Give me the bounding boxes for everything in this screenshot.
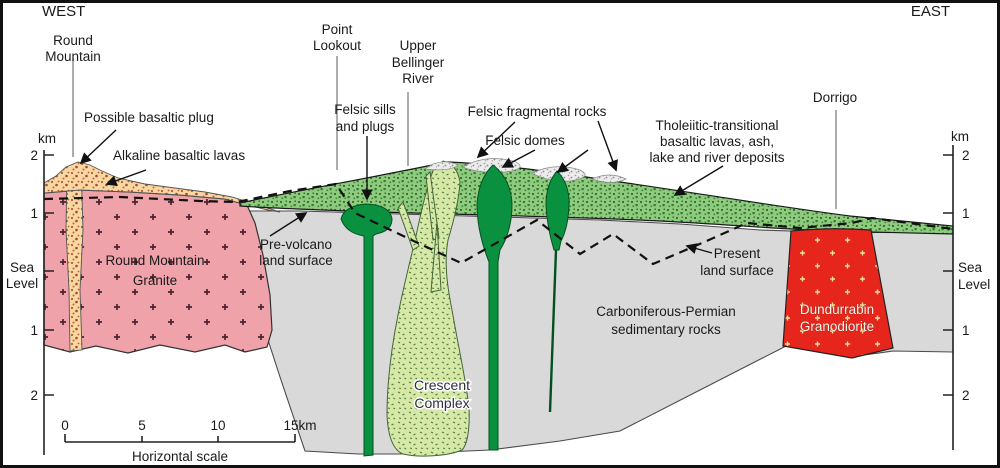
svg-text:2: 2 (30, 148, 38, 163)
svg-text:Level: Level (958, 277, 990, 292)
crescent-complex-label: Crescent (414, 377, 470, 393)
crescent-spike (430, 221, 442, 293)
present-land-surface-line (43, 182, 954, 266)
round-mountain-granite-label: Round Mountain (105, 253, 204, 268)
left-axis-unit: km (38, 131, 56, 146)
svg-text:2: 2 (962, 388, 970, 403)
domes-right-arrow (556, 149, 589, 173)
possible-plug-arrow (79, 129, 117, 165)
upper-bellinger-river-label: Upper (400, 38, 437, 53)
annotation-labels: Round Mountain Possible basaltic plug Al… (45, 22, 857, 278)
pre-volcano-label: Pre-volcano (260, 237, 332, 252)
svg-text:1: 1 (30, 323, 38, 338)
crescent-complex-region (386, 160, 470, 457)
rock-unit-labels: Round Mountain Granite Carboniferous-Per… (105, 253, 874, 413)
svg-text:2: 2 (30, 388, 38, 403)
crescent-spike (425, 170, 440, 241)
svg-text:Granodiorite: Granodiorite (800, 319, 874, 334)
svg-text:Sea: Sea (10, 260, 35, 275)
svg-text:and plugs: and plugs (336, 119, 395, 134)
tholeiitic-label: Tholeiitic-transitional (655, 118, 778, 133)
left-km-axis: km 2 1 Sea Level 1 2 (6, 131, 56, 455)
crescent-spike (397, 201, 420, 251)
svg-text:0: 0 (61, 418, 69, 433)
domes-left-arrow (501, 149, 536, 168)
west-label: WEST (42, 3, 85, 20)
dundurrabin-label: Dundurrabin (800, 302, 874, 317)
svg-text:1: 1 (30, 206, 38, 221)
alkaline-basaltic-lavas-label: Alkaline basaltic lavas (113, 148, 245, 163)
carboniferous-label: Carboniferous-Permian (596, 304, 736, 319)
felsic-fragmental-rocks-label: Felsic fragmental rocks (468, 104, 607, 119)
present-surface-arrow (685, 243, 713, 254)
fragmental-right-arrow (597, 120, 618, 172)
fragmental-left-arrow (476, 121, 516, 159)
svg-text:Granite: Granite (133, 273, 177, 288)
svg-text:Complex: Complex (414, 395, 469, 411)
felsic-dike-thin (548, 249, 558, 413)
east-label: EAST (911, 3, 950, 20)
svg-text:Lookout: Lookout (313, 38, 361, 53)
svg-text:Level: Level (6, 276, 38, 291)
dorrigo-label: Dorrigo (813, 90, 857, 105)
felsic-intrusions (340, 164, 570, 457)
svg-text:Mountain: Mountain (45, 49, 101, 64)
alkaline-lavas-arrow (105, 169, 147, 187)
possible-basaltic-plug-label: Possible basaltic plug (84, 110, 214, 125)
pre-volcano-arrow (269, 212, 308, 237)
felsic-dome-2 (545, 170, 570, 251)
horizontal-scale-bar: 0 5 10 15km Horizontal scale (61, 418, 316, 464)
svg-text:land surface: land surface (259, 253, 333, 268)
svg-text:1: 1 (962, 206, 970, 221)
felsic-sills-label: Felsic sills (334, 102, 396, 117)
svg-text:Bellinger: Bellinger (392, 55, 445, 70)
svg-text:River: River (402, 71, 434, 86)
svg-text:10: 10 (210, 418, 225, 433)
svg-text:1: 1 (962, 323, 970, 338)
svg-text:lake and river deposits: lake and river deposits (649, 150, 784, 165)
present-land-surface-label: Present (714, 246, 761, 261)
right-axis-unit: km (951, 129, 969, 144)
horizontal-scale-label: Horizontal scale (132, 449, 228, 464)
svg-text:land surface: land surface (700, 263, 774, 278)
svg-text:5: 5 (138, 418, 146, 433)
felsic-sill-and-dike (340, 203, 393, 457)
point-lookout-label: Point (322, 22, 353, 37)
svg-text:Sea: Sea (958, 260, 983, 275)
felsic-domes-label: Felsic domes (485, 133, 565, 148)
right-km-axis: km 2 1 Sea Level 1 2 (943, 129, 990, 450)
felsic-dome-1 (476, 164, 513, 451)
svg-text:15km: 15km (283, 418, 316, 433)
svg-text:basaltic lavas, ash,: basaltic lavas, ash, (660, 134, 774, 149)
round-mountain-label: Round (53, 33, 93, 48)
svg-text:sedimentary rocks: sedimentary rocks (611, 322, 721, 337)
tholeiitic-arrow (673, 165, 724, 196)
tholeiitic-lavas-region (239, 161, 954, 235)
dundurrabin-granodiorite-region (782, 228, 894, 359)
svg-text:2: 2 (962, 148, 970, 163)
